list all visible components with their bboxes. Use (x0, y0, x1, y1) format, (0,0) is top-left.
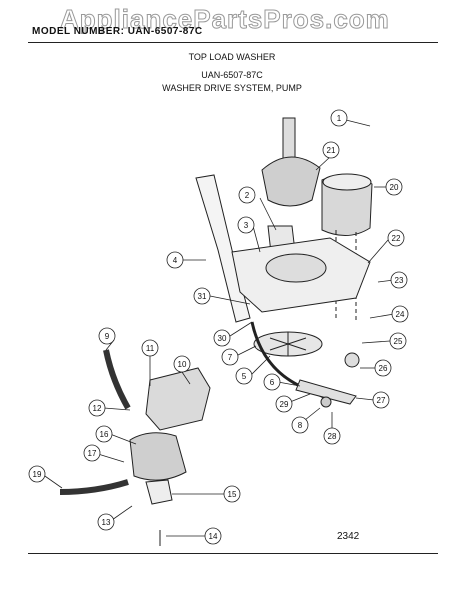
callout-label-30: 30 (218, 334, 227, 343)
callout-label-15: 15 (228, 490, 237, 499)
watermark: AppliancePartsPros.com (60, 4, 390, 35)
callout-27 (372, 391, 390, 409)
callout-5 (235, 367, 253, 385)
callout-label-10: 10 (178, 360, 187, 369)
callout-label-3: 3 (244, 221, 249, 230)
callout-12 (88, 399, 106, 417)
callout-label-1: 1 (337, 114, 342, 123)
callout-label-19: 19 (33, 470, 42, 479)
callout-label-5: 5 (242, 372, 247, 381)
header-bar (28, 24, 438, 43)
callout-label-17: 17 (88, 449, 97, 458)
callout-20 (385, 178, 403, 196)
callout-label-16: 16 (100, 430, 109, 439)
frame-rail-part (195, 174, 251, 323)
callout-label-6: 6 (270, 378, 275, 387)
callout-label-26: 26 (379, 364, 388, 373)
callout-31 (193, 287, 211, 305)
diagram-title: TOP LOAD WASHER (188, 52, 276, 62)
model-number: UAN-6507-87C (201, 70, 263, 80)
callout-label-4: 4 (173, 256, 178, 265)
callout-label-7: 7 (228, 353, 233, 362)
callout-29 (275, 395, 293, 413)
callout-9 (98, 327, 116, 345)
model-code-label: MODEL NUMBER: UAN-6507-87C (32, 26, 203, 37)
callout-label-9: 9 (105, 332, 110, 341)
callout-label-25: 25 (394, 337, 403, 346)
callout-label-28: 28 (328, 432, 337, 441)
callout-label-23: 23 (395, 276, 404, 285)
transmission-housing-part (261, 156, 321, 207)
callout-26 (374, 359, 392, 377)
callout-label-20: 20 (390, 183, 399, 192)
callout-label-24: 24 (396, 310, 405, 319)
callout-label-29: 29 (280, 400, 289, 409)
pump-motor-part (129, 432, 187, 481)
callout-label-13: 13 (102, 518, 111, 527)
callout-4 (166, 251, 184, 269)
callout-19 (28, 465, 46, 483)
section-title: WASHER DRIVE SYSTEM, PUMP (162, 83, 302, 93)
bracket-part (145, 479, 173, 505)
callout-23 (390, 271, 408, 289)
callout-label-8: 8 (298, 421, 303, 430)
callout-label-31: 31 (198, 292, 207, 301)
callout-14 (204, 527, 222, 545)
transmission-shaft-part (282, 117, 296, 164)
callout-13 (97, 513, 115, 531)
callout-25 (389, 332, 407, 350)
callout-8 (291, 416, 309, 434)
callout-30 (213, 329, 231, 347)
callout-2 (238, 186, 256, 204)
callout-1 (330, 109, 348, 127)
callout-10 (173, 355, 191, 373)
callout-16 (95, 425, 113, 443)
idler-arm-part (295, 379, 357, 405)
callout-22 (387, 229, 405, 247)
callout-label-2: 2 (245, 191, 250, 200)
callout-label-22: 22 (392, 234, 401, 243)
callout-label-21: 21 (327, 146, 336, 155)
footer-rule (28, 553, 438, 554)
callout-7 (221, 348, 239, 366)
pump-body-part (145, 367, 211, 431)
callout-label-27: 27 (377, 396, 386, 405)
callout-label-12: 12 (93, 404, 102, 413)
motor-top (322, 173, 372, 191)
reference-number: 2342 (337, 531, 360, 542)
callout-24 (391, 305, 409, 323)
callout-21 (322, 141, 340, 159)
callout-3 (237, 216, 255, 234)
callout-label-14: 14 (209, 532, 218, 541)
callout-label-11: 11 (146, 344, 155, 353)
callout-17 (83, 444, 101, 462)
callout-28 (323, 427, 341, 445)
hose-9-part (103, 349, 131, 410)
hose-19-part (59, 479, 129, 495)
callout-15 (223, 485, 241, 503)
pulley-25-part (344, 352, 360, 368)
callout-11 (141, 339, 159, 357)
callout-6 (263, 373, 281, 391)
